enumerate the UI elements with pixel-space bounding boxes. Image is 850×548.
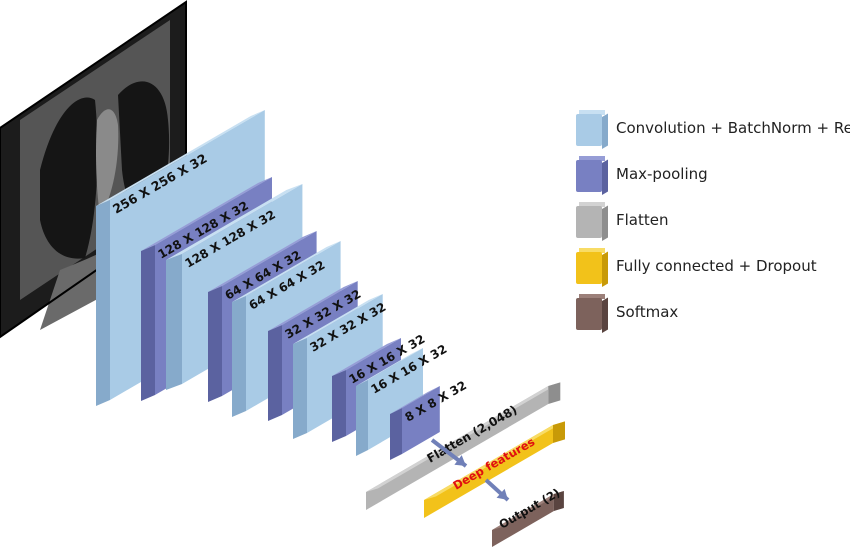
legend-swatch-top <box>579 110 605 115</box>
fully-connected-layer <box>424 421 565 518</box>
layer-9-top <box>356 348 423 386</box>
layer-3-side <box>166 254 182 390</box>
layer-4-side <box>208 286 222 402</box>
legend-label: Fully connected + Dropout <box>616 257 817 275</box>
arrow-to-output <box>484 478 510 502</box>
layer-10-face <box>402 386 440 454</box>
layer-5-top <box>232 241 341 302</box>
legend-label: Softmax <box>616 303 679 321</box>
layer-1-side <box>96 200 110 406</box>
legend-swatch-fc <box>576 252 602 284</box>
legend-swatch-pool <box>576 160 602 192</box>
layer-7-side <box>293 338 307 439</box>
legend-swatch-top <box>579 294 605 299</box>
layer-2-top <box>141 177 272 251</box>
legend-item-conv: Convolution + BatchNorm + ReLu <box>574 108 850 154</box>
legend-swatch-side <box>602 251 608 287</box>
legend-swatch-top <box>579 248 605 253</box>
legend-item-pool: Max-pooling <box>574 154 844 200</box>
layer-9-side <box>356 380 368 456</box>
legend-swatch-top <box>579 202 605 207</box>
legend-swatch-conv <box>576 114 602 146</box>
legend-item-flatten: Flatten <box>574 200 844 246</box>
output-softmax-layer <box>492 491 564 547</box>
layer-10-top <box>390 386 440 414</box>
layer-2-side <box>141 245 155 401</box>
layer-3-top <box>166 184 303 260</box>
layer-8-side <box>332 370 346 442</box>
layer-8-top <box>332 338 401 376</box>
layer-5-side <box>232 296 246 417</box>
layer-6-top <box>268 281 358 331</box>
arrow-to-fc <box>430 438 468 468</box>
flatten-layer <box>366 382 561 510</box>
legend-item-fc: Fully connected + Dropout <box>574 246 844 292</box>
legend-swatch-side <box>602 113 608 149</box>
legend-swatch-flatten <box>576 206 602 238</box>
layer-6-side <box>268 325 282 421</box>
legend-item-softmax: Softmax <box>574 292 844 338</box>
legend-label: Max-pooling <box>616 165 708 183</box>
layer-10-side <box>390 408 402 460</box>
legend-swatch-side <box>602 205 608 241</box>
legend-label: Convolution + BatchNorm + ReLu <box>616 119 850 137</box>
layer-4-top <box>208 231 317 292</box>
layer-7-top <box>293 294 383 344</box>
legend-label: Flatten <box>616 211 669 229</box>
layer-1-top <box>96 110 265 206</box>
legend-swatch-softmax <box>576 298 602 330</box>
legend-swatch-side <box>602 297 608 333</box>
legend-swatch-side <box>602 159 608 195</box>
legend-swatch-top <box>579 156 605 161</box>
